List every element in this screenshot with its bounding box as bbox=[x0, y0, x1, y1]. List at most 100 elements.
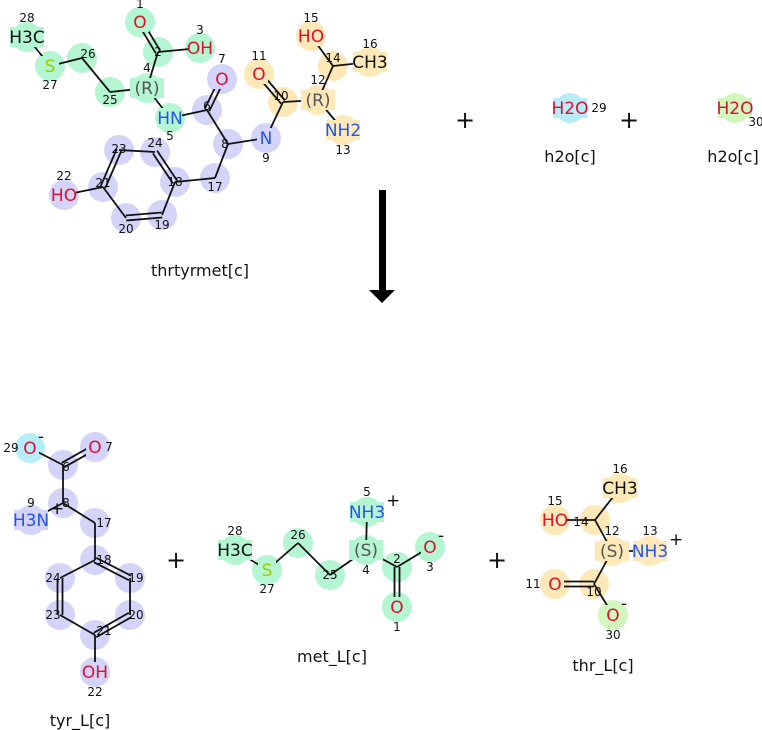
bond bbox=[118, 149, 156, 153]
atom-23: 23 bbox=[111, 142, 126, 156]
bond bbox=[102, 186, 127, 219]
atom-number: 26 bbox=[80, 47, 95, 61]
atom-number: 24 bbox=[147, 136, 162, 150]
atom-24: 24 bbox=[45, 571, 60, 585]
atom-26: 26 bbox=[290, 528, 305, 542]
atom-number: 25 bbox=[322, 568, 337, 582]
atom-label: (R) bbox=[305, 91, 330, 111]
atom-10: 10 bbox=[586, 585, 601, 599]
atom-number: 27 bbox=[42, 78, 57, 92]
atom-8: 8 bbox=[62, 496, 70, 510]
atom-label: H2O bbox=[717, 99, 754, 119]
atom-19: 19 bbox=[154, 218, 169, 232]
bond bbox=[174, 177, 216, 183]
atom-number: 25 bbox=[102, 93, 117, 107]
atom-number: 18 bbox=[167, 175, 182, 189]
bond bbox=[95, 556, 132, 577]
atom-5: HN5 bbox=[157, 108, 183, 143]
atom-number: 21 bbox=[95, 176, 110, 190]
atom-18: 18 bbox=[96, 553, 111, 567]
atom-number: 7 bbox=[105, 440, 113, 454]
charge: + bbox=[386, 491, 400, 511]
atom-label: N bbox=[260, 129, 273, 149]
atom-30: O-30 bbox=[604, 594, 627, 642]
atom-7: O7 bbox=[213, 52, 231, 90]
atom-19: 19 bbox=[128, 571, 143, 585]
atom-number: 10 bbox=[586, 585, 601, 599]
atom-number: 10 bbox=[273, 89, 288, 103]
atom-1: O1 bbox=[131, 0, 149, 33]
atom-number: 5 bbox=[166, 129, 174, 143]
atom-number: 8 bbox=[62, 496, 70, 510]
atom-label: OH bbox=[187, 39, 213, 59]
atom-label: O bbox=[548, 575, 561, 595]
atom-26: 26 bbox=[80, 47, 95, 61]
plus-sign: + bbox=[455, 106, 475, 134]
atom-number: 3 bbox=[196, 23, 204, 37]
atom-20: 20 bbox=[128, 608, 143, 622]
atom-6: 6 bbox=[62, 460, 70, 474]
atom-27: S27 bbox=[258, 560, 276, 596]
atom-number: 8 bbox=[221, 137, 229, 151]
bond bbox=[59, 559, 96, 579]
atom-number: 9 bbox=[262, 151, 270, 165]
atom-23: 23 bbox=[45, 608, 60, 622]
atom-label: O bbox=[606, 606, 619, 626]
bond bbox=[152, 152, 174, 184]
atom-3: OH 3 bbox=[187, 23, 213, 59]
atom-5: NH3+5 bbox=[349, 485, 400, 523]
product-name: met_L[c] bbox=[297, 647, 367, 667]
atom-number: 14 bbox=[325, 51, 340, 65]
atom-label: O bbox=[88, 438, 101, 458]
atom-label: H3C bbox=[9, 28, 44, 48]
bond bbox=[81, 57, 111, 93]
atom-label: H3C bbox=[217, 541, 252, 561]
bond bbox=[99, 148, 118, 187]
atom-number: 15 bbox=[547, 494, 562, 508]
atom-8: 8 bbox=[221, 137, 229, 151]
atom-label: CH3 bbox=[602, 479, 637, 499]
atom-number: 13 bbox=[335, 143, 350, 157]
atom-label: OH bbox=[82, 663, 108, 683]
atom-number: 6 bbox=[62, 460, 70, 474]
atom-number: 23 bbox=[111, 142, 126, 156]
atom-number: 24 bbox=[45, 571, 60, 585]
plus-sign: + bbox=[166, 546, 186, 574]
atom-1: O1 bbox=[388, 597, 406, 634]
atom-number: 27 bbox=[259, 582, 274, 596]
atom-number: 16 bbox=[362, 37, 377, 51]
atom-label: S bbox=[45, 57, 56, 77]
atom-number: 28 bbox=[227, 524, 242, 538]
reactant-name: h2o[c] bbox=[707, 147, 758, 166]
atom-label: NH3 bbox=[349, 503, 385, 523]
charge: + bbox=[50, 499, 64, 519]
atom-label: (S) bbox=[600, 542, 624, 562]
product-name: tyr_L[c] bbox=[50, 711, 111, 730]
atom-number: 19 bbox=[154, 218, 169, 232]
atom-number: 22 bbox=[56, 169, 71, 183]
atom-label: O bbox=[133, 13, 146, 33]
bond bbox=[297, 542, 331, 576]
atom-label: NH3 bbox=[632, 542, 668, 562]
atom-label: O bbox=[252, 65, 265, 85]
atom-label: O bbox=[390, 598, 403, 618]
atom-number: 14 bbox=[573, 515, 588, 529]
atom-27: S27 bbox=[41, 56, 59, 92]
atom-11: O11 bbox=[250, 49, 268, 85]
atom-14: 14 bbox=[573, 515, 588, 529]
atom-number: 30 bbox=[748, 115, 762, 129]
atom-21: 21 bbox=[95, 176, 110, 190]
reactant-name: thrtyrmet[c] bbox=[151, 261, 249, 280]
atom-number: 16 bbox=[612, 462, 627, 476]
atom-number: 1 bbox=[393, 620, 401, 634]
atom-20: 20 bbox=[118, 222, 133, 236]
atom-number: 26 bbox=[290, 528, 305, 542]
charge: - bbox=[621, 594, 627, 614]
reactant-name: h2o[c] bbox=[544, 147, 595, 166]
atom-2: 2 bbox=[393, 552, 401, 566]
